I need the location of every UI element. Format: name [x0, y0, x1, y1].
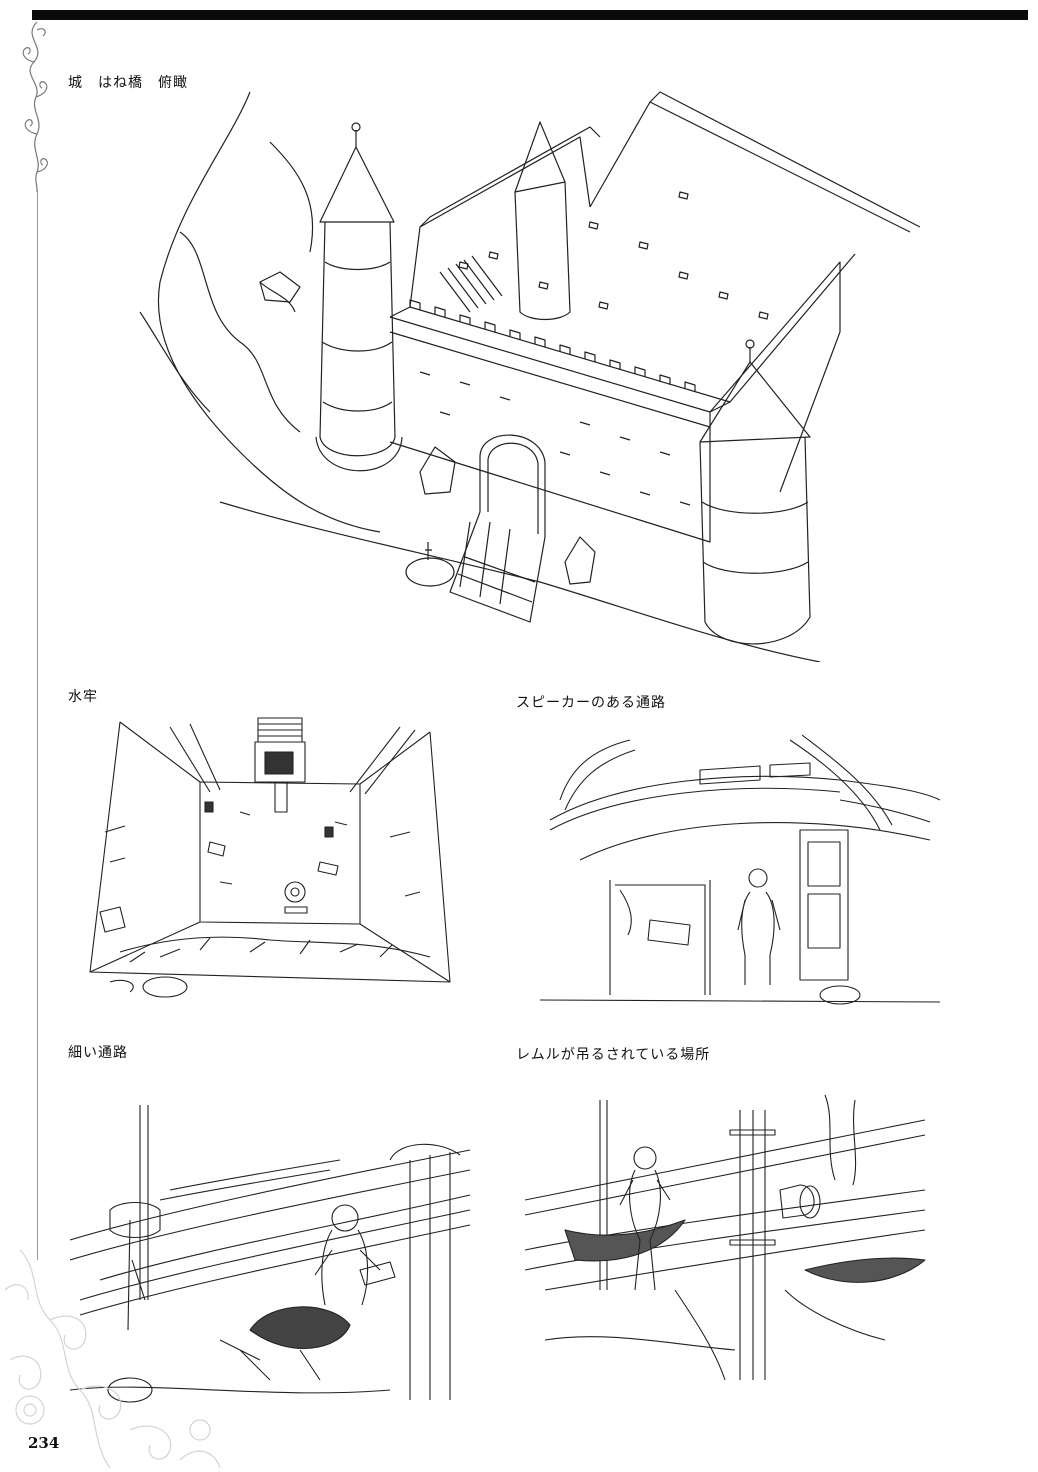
caption-lemuru-place: レムルが吊るされている場所 — [516, 1047, 711, 1063]
top-black-bar — [32, 10, 1028, 20]
narrow-passage-drawing — [70, 1100, 480, 1420]
caption-dungeon: 水牢 — [68, 689, 98, 705]
caption-narrow-passage: 細い通路 — [68, 1045, 128, 1061]
dungeon-drawing — [70, 712, 470, 1012]
caption-castle: 城 はね橋 俯瞰 — [68, 75, 188, 91]
lemuru-hanging-place-drawing — [525, 1090, 935, 1390]
castle-drawbridge-drawing — [120, 82, 920, 662]
caption-speaker-passage: スピーカーのある通路 — [516, 695, 666, 711]
floral-watermark-icon — [0, 1230, 260, 1469]
speaker-passage-drawing — [540, 730, 940, 1010]
left-margin-rule — [37, 190, 38, 1260]
vine-scroll-ornament-icon — [12, 21, 52, 193]
page-number: 234 — [28, 1434, 60, 1452]
